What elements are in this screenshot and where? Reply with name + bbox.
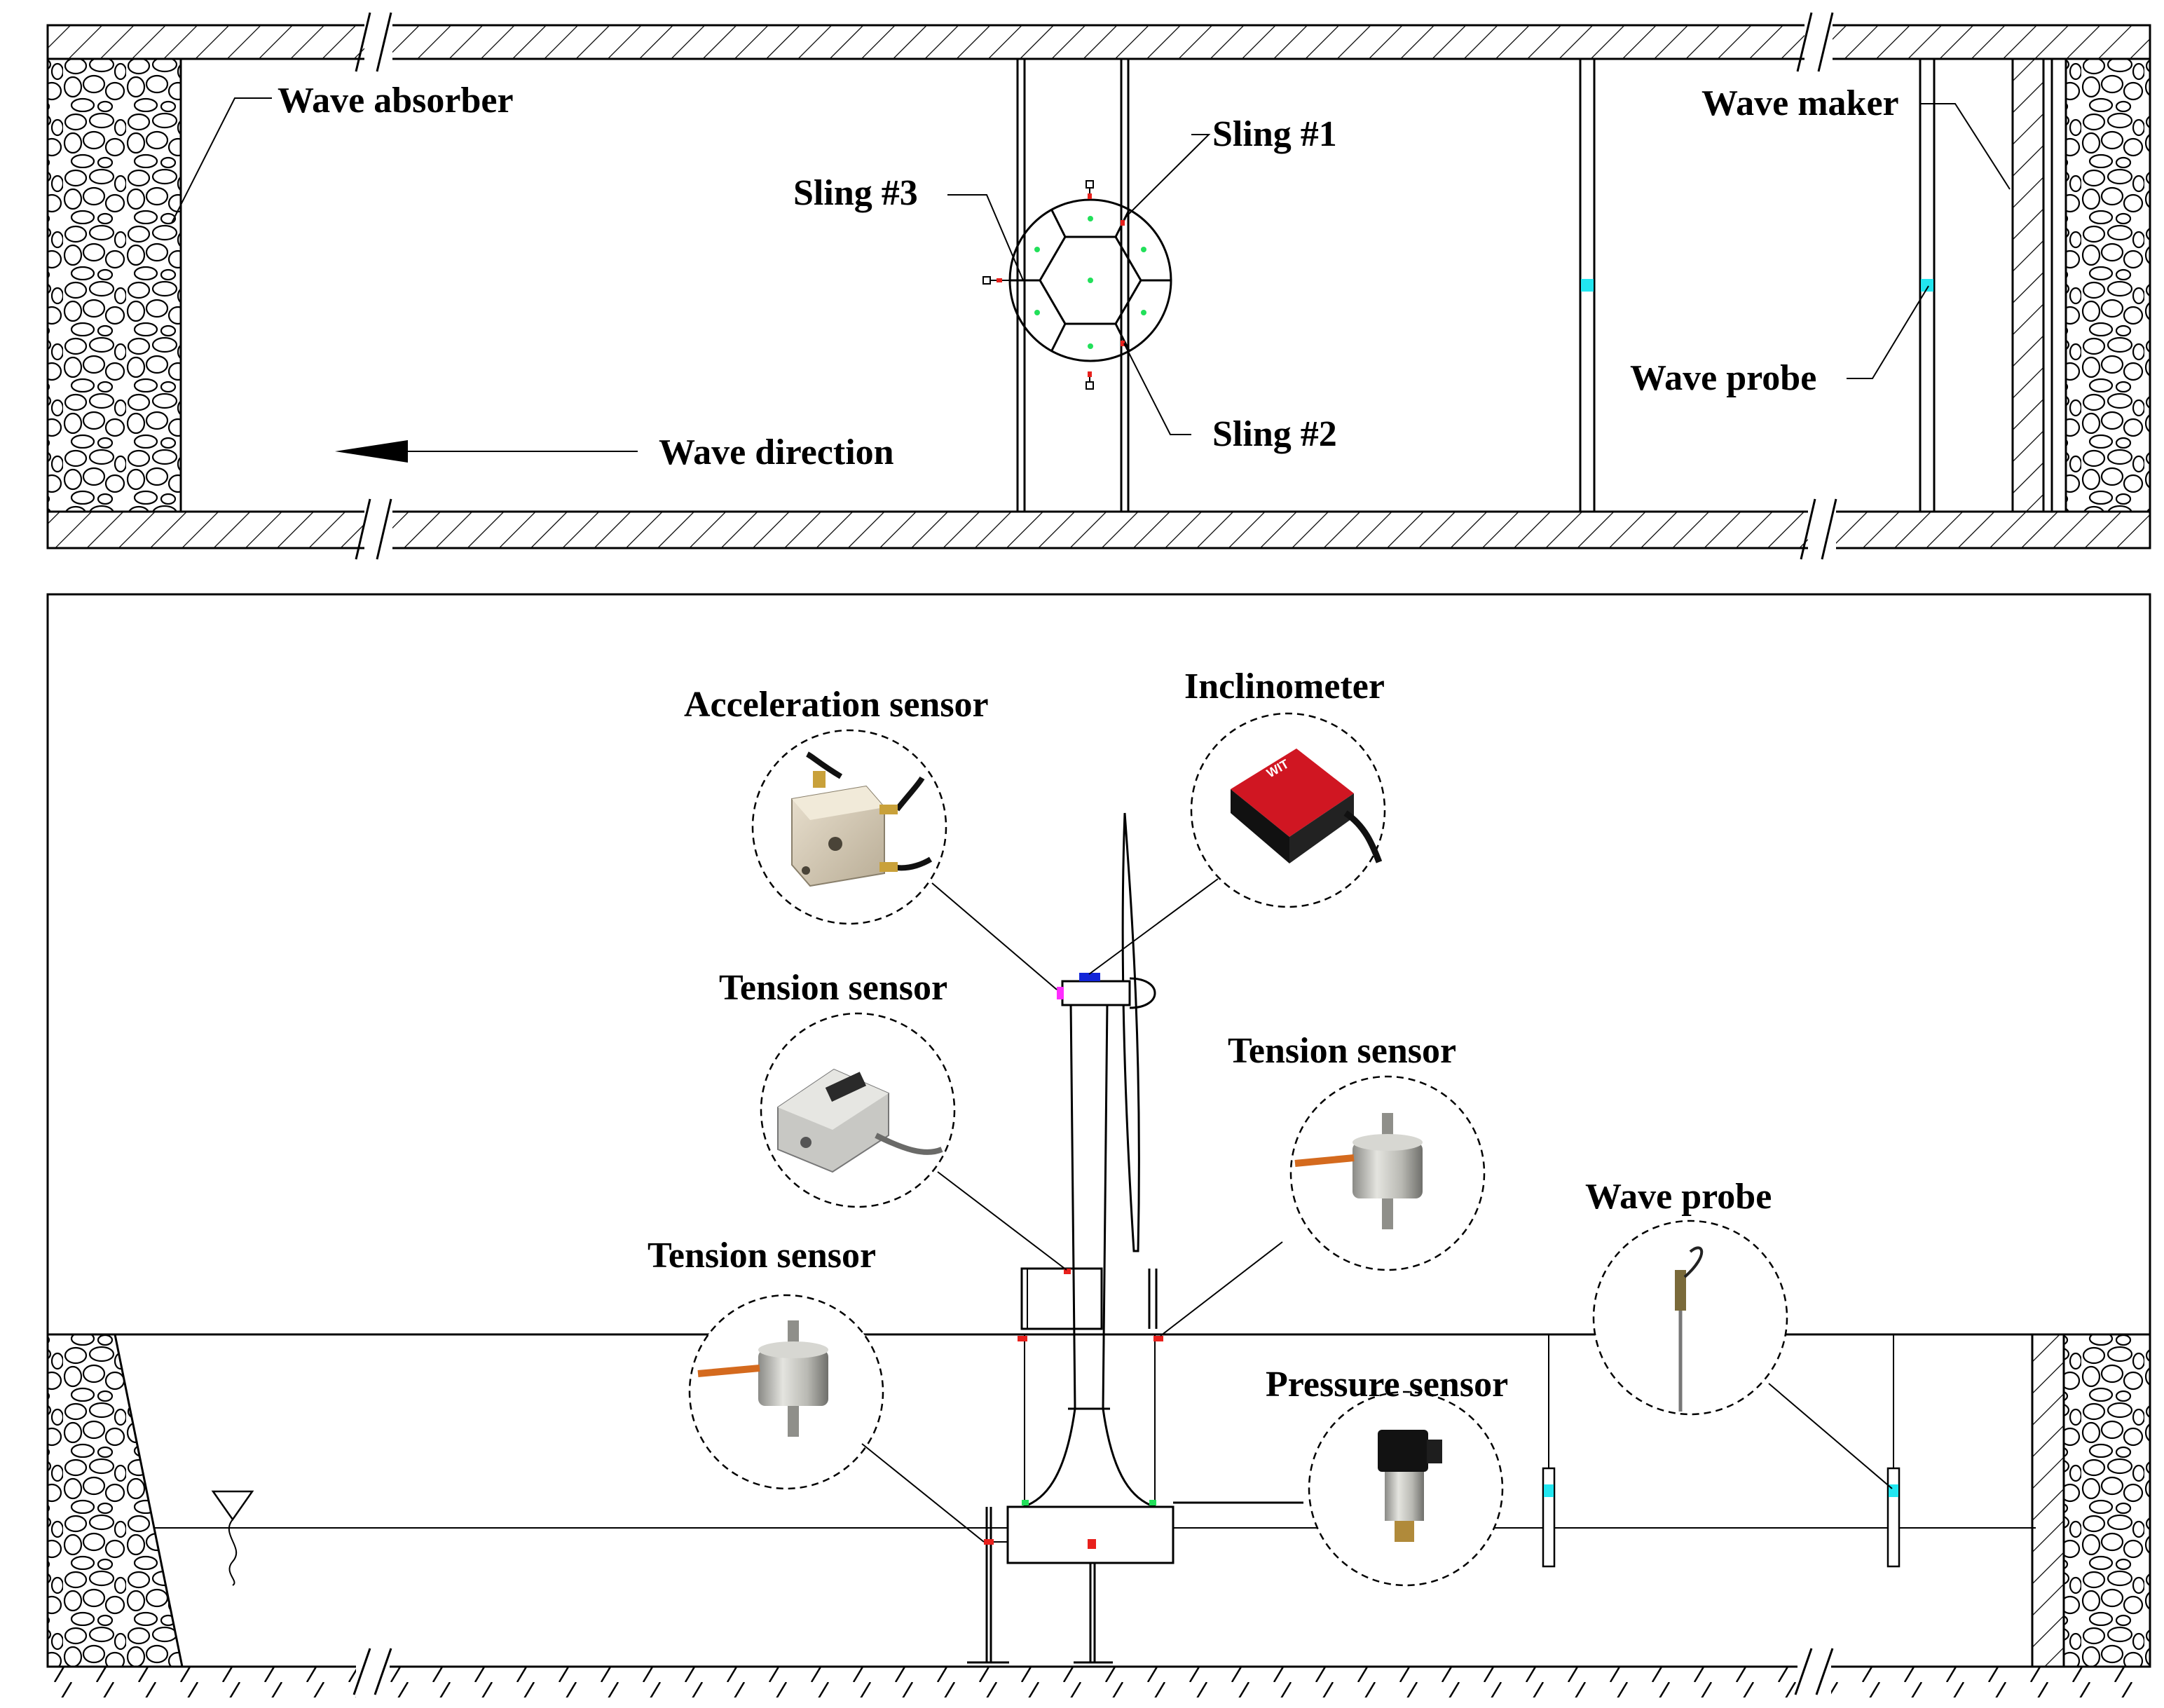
pressure-sensor-callout	[1308, 1391, 1504, 1587]
label-acceleration-sensor: Acceleration sensor	[684, 685, 989, 725]
label-wave-absorber: Wave absorber	[278, 81, 514, 121]
label-sling-1: Sling #1	[1212, 114, 1337, 154]
label-inclinometer: Inclinometer	[1184, 667, 1385, 706]
tension-sensor-right-callout	[1289, 1075, 1486, 1271]
wave-absorber-slope-left	[46, 1333, 184, 1668]
label-wave-probe-top: Wave probe	[1630, 358, 1816, 398]
label-tension-sensor-right: Tension sensor	[1228, 1031, 1456, 1071]
tension-sensor-s-type-callout	[760, 1012, 956, 1208]
platform-pontoon	[1006, 1505, 1175, 1564]
floating-wind-turbine	[967, 812, 1303, 1664]
wave-probe-photo	[1675, 1246, 1704, 1412]
inclinometer-photo: WIT	[1231, 749, 1383, 863]
sling-frame	[1020, 1267, 1103, 1330]
wave-maker-paddle	[2011, 57, 2045, 513]
label-sling-2: Sling #2	[1212, 414, 1337, 454]
mooring-point	[1088, 216, 1093, 221]
label-tension-sensor-lower: Tension sensor	[648, 1236, 876, 1276]
wave-probe-side-2	[1886, 1334, 1901, 1568]
button-load-cell-photo-lower	[697, 1320, 828, 1437]
acceleration-sensor-photo	[791, 751, 933, 887]
pressure-sensor-photo	[1378, 1430, 1442, 1542]
label-tension-sensor-upper: Tension sensor	[719, 968, 947, 1008]
wave-absorber-gravel-right	[2064, 57, 2151, 513]
mooring-point	[1141, 310, 1146, 315]
label-wave-direction: Wave direction	[659, 432, 894, 472]
break-marks-top	[355, 12, 1837, 560]
inclinometer-marker	[1079, 973, 1100, 981]
wave-direction-arrow	[335, 440, 638, 463]
wave-maker-side	[2031, 1333, 2065, 1668]
top-wall-hatched	[46, 24, 2151, 60]
nacelle	[1061, 980, 1131, 1006]
label-wave-maker: Wave maker	[1701, 83, 1899, 123]
tension-sensor-lower-callout	[688, 1294, 884, 1490]
water-level-symbol	[211, 1490, 254, 1586]
label-pressure-sensor: Pressure sensor	[1266, 1365, 1508, 1405]
top-wave-probe-marker-2	[1921, 279, 1933, 292]
inclinometer-callout: WIT	[1190, 712, 1386, 908]
mooring-point	[1034, 310, 1040, 315]
bottom-wall-hatched	[46, 510, 2151, 549]
label-wave-probe-side: Wave probe	[1585, 1177, 1772, 1217]
label-sling-3: Sling #3	[793, 173, 918, 213]
wave-probe-side-1	[1542, 1334, 1556, 1568]
top-view: Wave absorber Wave direction Sling #1 Sl…	[46, 12, 2151, 560]
mooring-point	[1034, 247, 1040, 252]
acceleration-marker	[1057, 987, 1064, 999]
button-load-cell-photo-right	[1294, 1113, 1423, 1229]
top-wave-probe-marker-1	[1581, 279, 1594, 292]
wave-probe-callout	[1592, 1219, 1788, 1416]
wave-absorber-gravel-left	[46, 57, 182, 513]
s-type-load-cell-photo	[777, 1068, 943, 1173]
mooring-point	[1088, 278, 1093, 283]
acceleration-sensor-callout	[751, 729, 947, 925]
floating-platform-top	[982, 180, 1172, 390]
side-view: WIT	[46, 593, 2151, 1703]
mooring-point	[1141, 247, 1146, 252]
mooring-point	[1088, 343, 1093, 349]
wave-absorber-right-side	[2062, 1333, 2151, 1668]
